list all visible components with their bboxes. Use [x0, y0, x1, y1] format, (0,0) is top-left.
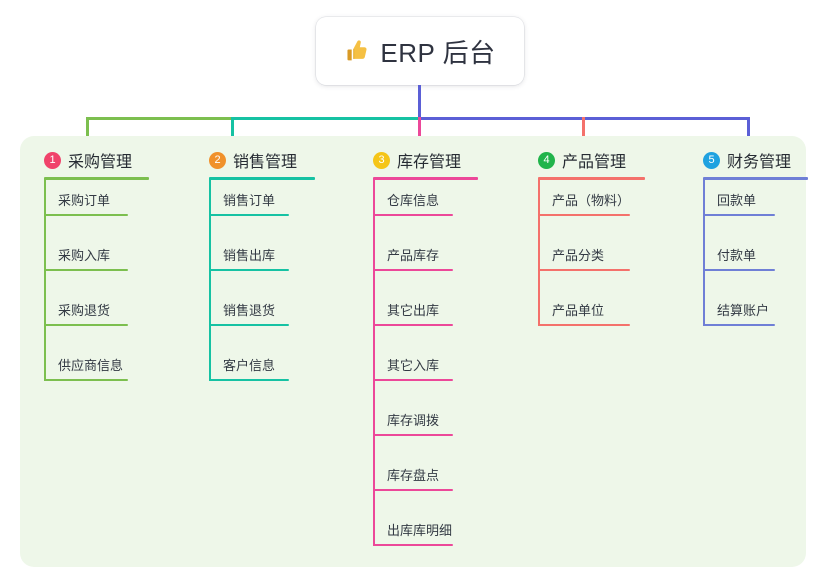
menu-item-label: 客户信息 — [223, 358, 276, 373]
menu-item[interactable]: 产品（物料） — [538, 188, 630, 216]
menu-item-underline — [44, 269, 128, 271]
column-badge-purchase: 1 — [44, 151, 61, 169]
menu-item-label: 销售订单 — [223, 193, 276, 208]
root-title-card[interactable]: ERP 后台 — [316, 17, 524, 85]
menu-item-label: 销售退货 — [223, 303, 276, 318]
menu-item[interactable]: 出库库明细 — [373, 518, 453, 546]
column-underline-sales — [209, 177, 315, 180]
menu-item[interactable]: 产品库存 — [373, 243, 453, 271]
menu-item[interactable]: 结算账户 — [703, 298, 775, 326]
menu-item-label: 付款单 — [717, 248, 757, 263]
column-header-inventory[interactable]: 3 库存管理 — [373, 148, 461, 172]
menu-item[interactable]: 产品分类 — [538, 243, 630, 271]
menu-item-underline — [44, 324, 128, 326]
column-finance: 5 财务管理回款单付款单结算账户 — [703, 0, 839, 588]
diagram-panel — [20, 136, 806, 567]
column-underline-inventory — [373, 177, 478, 180]
menu-item-label: 供应商信息 — [58, 358, 124, 373]
menu-item[interactable]: 付款单 — [703, 243, 775, 271]
menu-item-label: 回款单 — [717, 193, 757, 208]
menu-item-underline — [373, 489, 453, 491]
column-rail-product — [538, 179, 540, 326]
column-rail-finance — [703, 179, 705, 326]
menu-item-label: 库存调拨 — [387, 413, 440, 428]
menu-item[interactable]: 产品单位 — [538, 298, 630, 326]
menu-item-label: 销售出库 — [223, 248, 276, 263]
column-header-sales[interactable]: 2 销售管理 — [209, 148, 297, 172]
menu-item-underline — [373, 269, 453, 271]
menu-item-label: 其它出库 — [387, 303, 440, 318]
column-badge-inventory: 3 — [373, 151, 390, 169]
menu-item[interactable]: 回款单 — [703, 188, 775, 216]
menu-item-label: 采购退货 — [58, 303, 111, 318]
menu-item-underline — [703, 324, 775, 326]
thumbs-up-icon — [347, 40, 367, 61]
column-rail-sales — [209, 179, 211, 381]
column-rail-inventory — [373, 179, 375, 546]
menu-item-underline — [44, 214, 128, 216]
menu-item-label: 库存盘点 — [387, 468, 440, 483]
menu-item-underline — [209, 269, 289, 271]
column-underline-product — [538, 177, 645, 180]
column-badge-sales: 2 — [209, 151, 226, 169]
column-title-sales: 销售管理 — [233, 154, 298, 171]
menu-item[interactable]: 库存调拨 — [373, 408, 453, 436]
menu-item[interactable]: 采购入库 — [44, 243, 128, 271]
column-sales: 2 销售管理销售订单销售出库销售退货客户信息 — [209, 0, 369, 588]
column-header-purchase[interactable]: 1 采购管理 — [44, 148, 132, 172]
menu-item-underline — [703, 214, 775, 216]
menu-item-label: 其它入库 — [387, 358, 440, 373]
menu-item-underline — [373, 214, 453, 216]
menu-item-label: 采购入库 — [58, 248, 111, 263]
menu-item-label: 产品单位 — [552, 303, 605, 318]
column-title-finance: 财务管理 — [727, 154, 792, 171]
menu-item[interactable]: 采购订单 — [44, 188, 128, 216]
page-title: ERP 后台 — [380, 37, 496, 68]
menu-item-underline — [209, 214, 289, 216]
menu-item-label: 出库库明细 — [387, 523, 453, 538]
menu-item-underline — [538, 324, 630, 326]
column-header-product[interactable]: 4 产品管理 — [538, 148, 626, 172]
menu-item-underline — [209, 379, 289, 381]
column-title-inventory: 库存管理 — [397, 154, 462, 171]
column-purchase: 1 采购管理采购订单采购入库采购退货供应商信息 — [44, 0, 204, 588]
menu-item-underline — [209, 324, 289, 326]
menu-item[interactable]: 供应商信息 — [44, 353, 128, 381]
menu-item-underline — [44, 379, 128, 381]
column-underline-purchase — [44, 177, 149, 180]
column-rail-purchase — [44, 179, 46, 381]
menu-item[interactable]: 销售出库 — [209, 243, 289, 271]
menu-item-label: 仓库信息 — [387, 193, 440, 208]
menu-item[interactable]: 销售退货 — [209, 298, 289, 326]
menu-item-underline — [373, 434, 453, 436]
menu-item-label: 产品分类 — [552, 248, 605, 263]
menu-item-underline — [373, 544, 453, 546]
menu-item[interactable]: 其它出库 — [373, 298, 453, 326]
menu-item-underline — [538, 269, 630, 271]
column-inventory: 3 库存管理仓库信息产品库存其它出库其它入库库存调拨库存盘点出库库明细 — [373, 0, 533, 588]
column-badge-product: 4 — [538, 151, 555, 169]
menu-item-underline — [373, 379, 453, 381]
menu-item[interactable]: 销售订单 — [209, 188, 289, 216]
menu-item[interactable]: 采购退货 — [44, 298, 128, 326]
menu-item[interactable]: 库存盘点 — [373, 463, 453, 491]
menu-item-label: 结算账户 — [717, 303, 770, 318]
menu-item-underline — [703, 269, 775, 271]
menu-item-label: 产品（物料） — [552, 193, 631, 208]
menu-item[interactable]: 仓库信息 — [373, 188, 453, 216]
menu-item[interactable]: 客户信息 — [209, 353, 289, 381]
menu-item-underline — [373, 324, 453, 326]
menu-item-underline — [538, 214, 630, 216]
column-title-purchase: 采购管理 — [68, 154, 133, 171]
column-badge-finance: 5 — [703, 151, 720, 169]
menu-item[interactable]: 其它入库 — [373, 353, 453, 381]
column-product: 4 产品管理产品（物料） 产品分类产品单位 — [538, 0, 698, 588]
column-underline-finance — [703, 177, 808, 180]
menu-item-label: 采购订单 — [58, 193, 111, 208]
column-header-finance[interactable]: 5 财务管理 — [703, 148, 791, 172]
column-title-product: 产品管理 — [562, 154, 627, 171]
menu-item-label: 产品库存 — [387, 248, 440, 263]
